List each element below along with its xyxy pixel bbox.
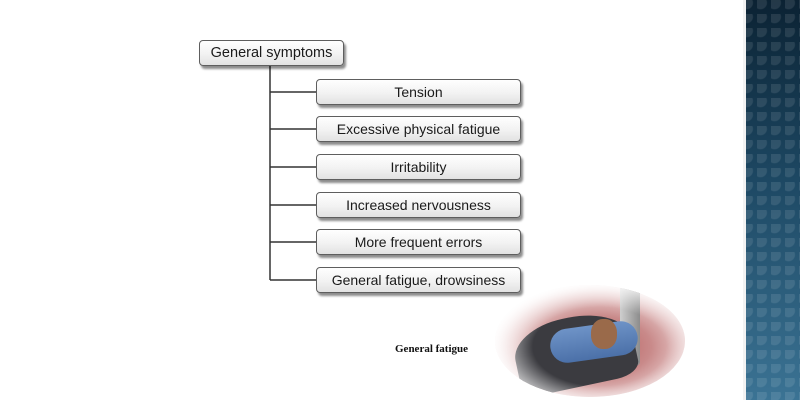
root-node-general-symptoms: General symptoms bbox=[199, 40, 344, 66]
symptom-tree-diagram: General symptoms Tension Excessive physi… bbox=[199, 40, 521, 293]
child-node-increased-nervousness: Increased nervousness bbox=[316, 192, 521, 218]
tree-connectors bbox=[269, 66, 316, 281]
child-node-general-fatigue-drowsiness: General fatigue, drowsiness bbox=[316, 267, 521, 293]
sleeping-person-photo bbox=[495, 285, 685, 397]
photo-vignette bbox=[495, 285, 685, 397]
photo-caption: General fatigue bbox=[395, 343, 469, 355]
decorative-side-panel bbox=[743, 0, 800, 400]
child-node-irritability: Irritability bbox=[316, 154, 521, 180]
child-node-more-frequent-errors: More frequent errors bbox=[316, 229, 521, 255]
child-node-excessive-physical-fatigue: Excessive physical fatigue bbox=[316, 116, 521, 142]
child-node-tension: Tension bbox=[316, 79, 521, 105]
